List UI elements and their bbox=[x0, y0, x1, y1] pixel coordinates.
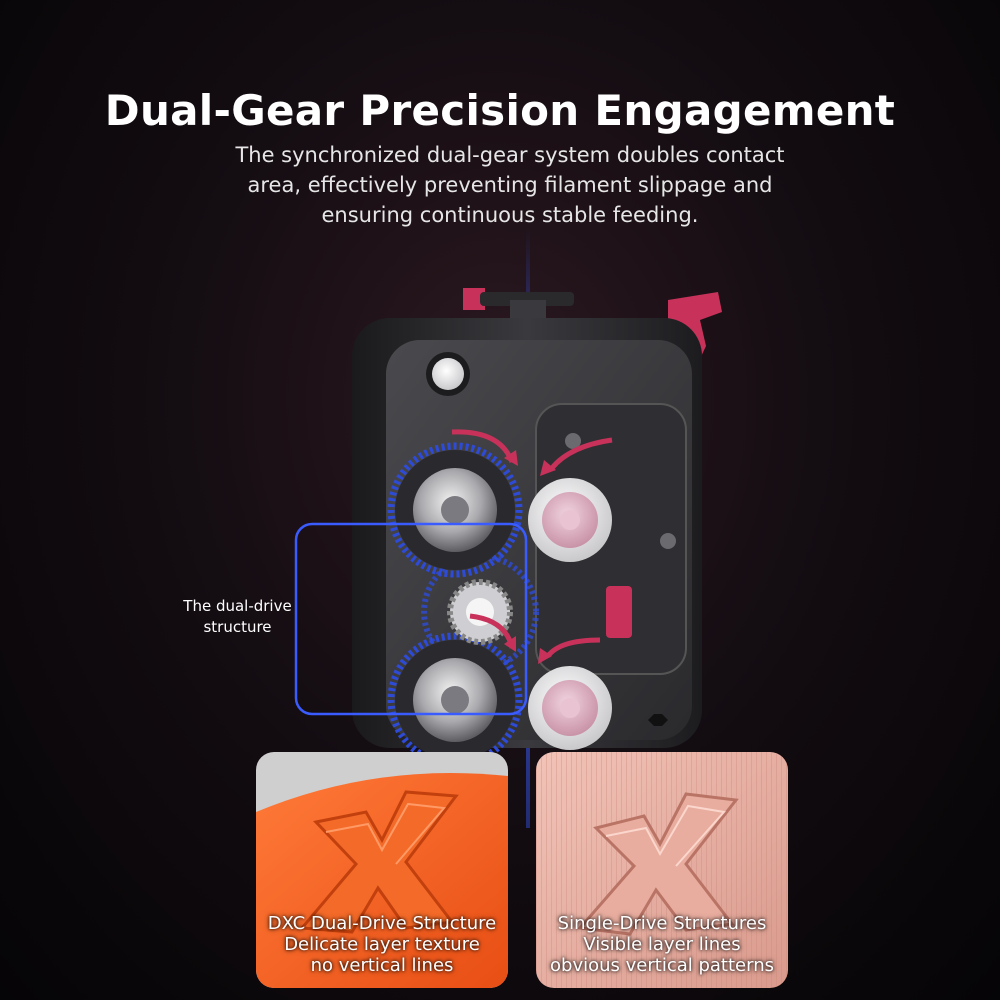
single-drive-print-image bbox=[536, 752, 788, 988]
rotation-arrow-icon bbox=[546, 637, 601, 658]
single-drive-caption: Single-Drive Structures Visible layer li… bbox=[536, 913, 788, 976]
headline: Dual-Gear Precision Engagement bbox=[104, 86, 896, 136]
dual-drive-caption: DXC Dual-Drive Structure Delicate layer … bbox=[256, 913, 508, 976]
drive-gear-upper-teeth bbox=[387, 442, 523, 578]
caption-line: DXC Dual-Drive Structure bbox=[267, 913, 497, 934]
caption-line: Visible layer lines bbox=[583, 934, 741, 955]
callout-label: The dual-drive structure bbox=[160, 596, 315, 638]
subtitle-line: ensuring continuous stable feeding. bbox=[321, 203, 699, 227]
caption-line: Single-Drive Structures bbox=[557, 913, 767, 934]
caption-line: Delicate layer texture bbox=[284, 934, 480, 955]
callout-line: structure bbox=[203, 618, 272, 636]
callout-line: The dual-drive bbox=[183, 597, 292, 615]
caption-line: obvious vertical patterns bbox=[550, 955, 774, 976]
single-drive-sample-panel: Single-Drive Structures Visible layer li… bbox=[536, 752, 788, 988]
rotation-arrow-icon bbox=[550, 437, 613, 470]
caption-line: no vertical lines bbox=[310, 955, 454, 976]
subtitle-line: The synchronized dual-gear system double… bbox=[235, 143, 785, 167]
subtitle: The synchronized dual-gear system double… bbox=[190, 140, 830, 230]
dual-drive-highlight bbox=[294, 522, 528, 716]
dual-drive-print-image bbox=[256, 752, 508, 988]
dual-drive-sample-panel: DXC Dual-Drive Structure Delicate layer … bbox=[256, 752, 508, 988]
top-clip bbox=[463, 288, 485, 310]
drive-gear-lower-teeth bbox=[387, 632, 523, 768]
subtitle-line: area, effectively preventing filament sl… bbox=[247, 173, 773, 197]
